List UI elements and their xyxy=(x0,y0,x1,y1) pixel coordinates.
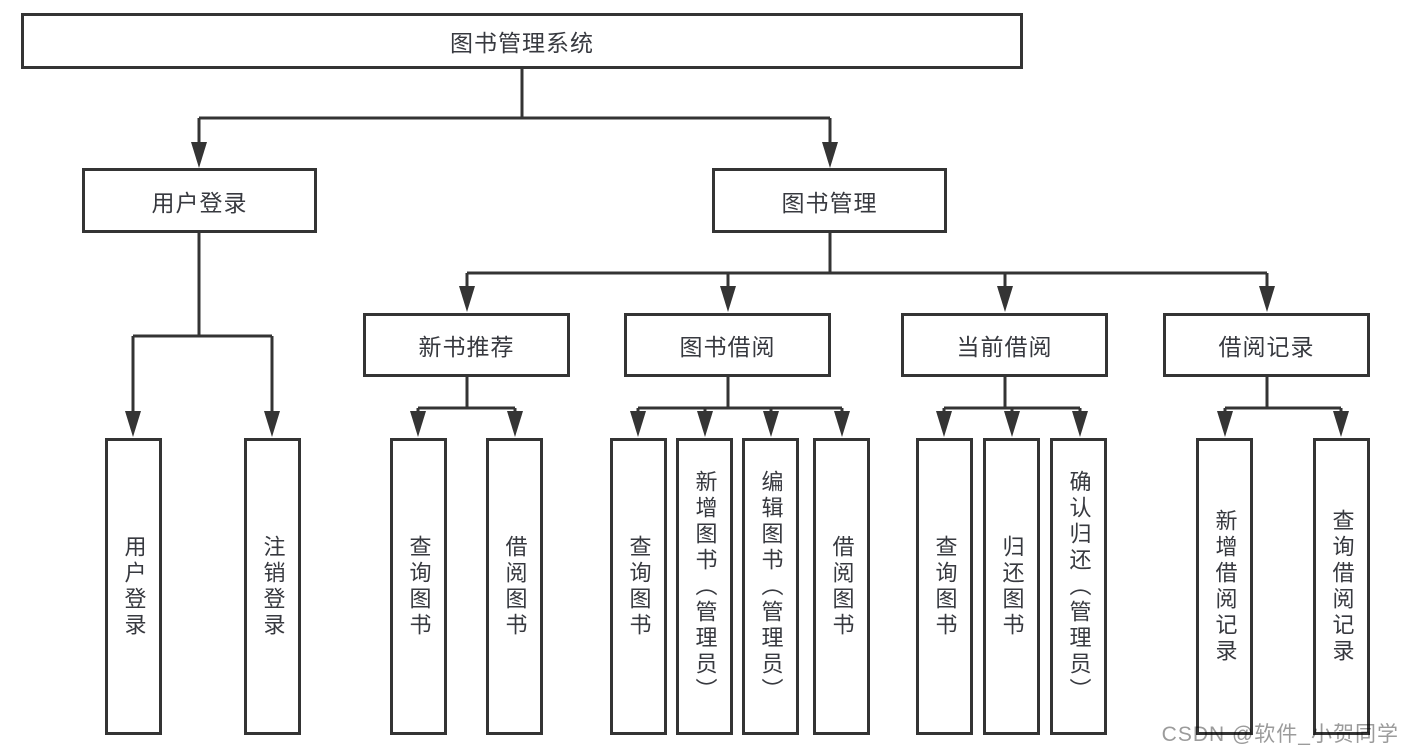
node-label: 借阅图书 xyxy=(502,534,528,639)
node-label: 新书推荐 xyxy=(418,334,515,360)
leaf-return-books: 归还图书 xyxy=(983,438,1040,735)
node-label: 当前借阅 xyxy=(956,334,1053,360)
node-current-borrowing: 当前借阅 xyxy=(901,313,1108,377)
node-label: 新增图书（管理员） xyxy=(692,469,718,704)
node-new-book-recommendation: 新书推荐 xyxy=(363,313,570,377)
node-label: 图书管理系统 xyxy=(450,30,594,56)
node-library-management-system: 图书管理系统 xyxy=(21,13,1023,69)
node-book-borrowing: 图书借阅 xyxy=(624,313,831,377)
node-label: 查询图书 xyxy=(932,534,958,639)
leaf-edit-books-admin: 编辑图书（管理员） xyxy=(742,438,799,735)
node-label: 编辑图书（管理员） xyxy=(758,469,784,704)
node-label: 借阅图书 xyxy=(829,534,855,639)
arrowheads xyxy=(125,142,1349,437)
node-label: 用户登录 xyxy=(151,189,248,216)
node-label: 图书借阅 xyxy=(679,334,776,360)
node-label: 用户登录 xyxy=(121,534,147,639)
node-book-management: 图书管理 xyxy=(712,168,947,233)
node-label: 查询图书 xyxy=(406,534,432,639)
leaf-user-login: 用户登录 xyxy=(105,438,162,735)
node-label: 查询借阅记录 xyxy=(1329,508,1355,665)
leaf-add-books-admin: 新增图书（管理员） xyxy=(676,438,733,735)
leaf-query-borrow-record: 查询借阅记录 xyxy=(1313,438,1370,735)
node-label: 新增借阅记录 xyxy=(1212,508,1238,665)
node-label: 查询图书 xyxy=(626,534,652,639)
node-label: 图书管理 xyxy=(781,189,878,216)
node-label: 确认归还（管理员） xyxy=(1066,469,1092,704)
leaf-query-books-newbook: 查询图书 xyxy=(390,438,447,735)
csdn-watermark: CSDN @软件_小贺同学 xyxy=(1161,723,1399,746)
leaf-query-books-borrowing: 查询图书 xyxy=(610,438,667,735)
leaf-confirm-return-admin: 确认归还（管理员） xyxy=(1050,438,1107,735)
leaf-add-borrow-record: 新增借阅记录 xyxy=(1196,438,1253,735)
leaf-borrow-books-borrowing: 借阅图书 xyxy=(813,438,870,735)
leaf-borrow-books-newbook: 借阅图书 xyxy=(486,438,543,735)
node-label: 归还图书 xyxy=(999,534,1025,639)
node-label: 注销登录 xyxy=(260,534,286,639)
leaf-query-books-current: 查询图书 xyxy=(916,438,973,735)
leaf-logout: 注销登录 xyxy=(244,438,301,735)
node-user-login: 用户登录 xyxy=(82,168,317,233)
node-label: 借阅记录 xyxy=(1218,334,1315,360)
node-borrowing-records: 借阅记录 xyxy=(1163,313,1370,377)
